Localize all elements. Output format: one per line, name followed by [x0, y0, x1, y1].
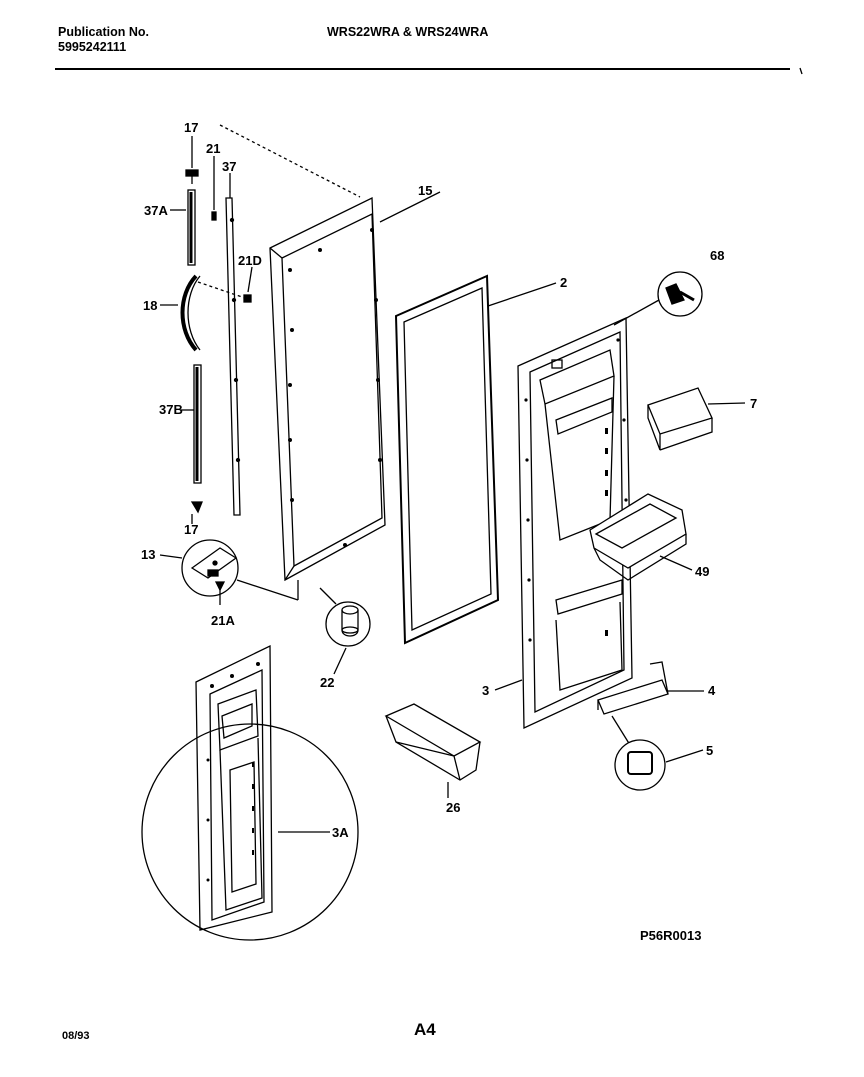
- part-22-bushing: [319, 587, 371, 647]
- part-18-handle: [180, 274, 201, 352]
- part-21D-screw: [197, 281, 252, 303]
- publication-label: Publication No.: [58, 25, 149, 39]
- leader-3: [494, 679, 523, 691]
- leader-5: [665, 749, 704, 763]
- leader-68-line: [613, 299, 660, 326]
- part-13-hinge: [181, 539, 299, 601]
- callout-3: 3: [482, 683, 490, 698]
- part-4-tray: [597, 661, 669, 715]
- margin-mark: [799, 67, 803, 75]
- leader-7: [707, 402, 746, 405]
- callout-21D: 21D: [238, 253, 262, 268]
- page-number: A4: [414, 1020, 436, 1039]
- callout-21: 21: [206, 141, 221, 156]
- callout-21A: 21A: [211, 613, 235, 628]
- part-37B-trim: [193, 364, 202, 484]
- callout-37B: 37B: [159, 402, 183, 417]
- part-21A-screw: [214, 581, 226, 592]
- part-17-screw-bottom: [190, 501, 203, 514]
- leader-5-line: [611, 715, 631, 746]
- callout-68: 68: [710, 248, 725, 263]
- header-rule: [55, 68, 790, 70]
- callout-49: 49: [695, 564, 710, 579]
- part-3-door-liner: [517, 317, 633, 730]
- part-37-bar: [225, 197, 241, 516]
- part-15-door-frame: [269, 196, 386, 582]
- part-2-gasket: [394, 274, 500, 645]
- diagram-code: P56R0013: [640, 928, 702, 943]
- callout-3A: 3A: [332, 825, 349, 840]
- guide-line-top: [219, 124, 361, 198]
- publication-number: 5995242111: [58, 40, 127, 54]
- leader-13: [159, 554, 183, 559]
- leader-2: [487, 282, 557, 307]
- callout-37A: 37A: [144, 203, 168, 218]
- callout-7: 7: [750, 396, 758, 411]
- leader-22: [333, 647, 347, 675]
- part-37A-trim: [187, 189, 196, 266]
- callout-18: 18: [143, 298, 158, 313]
- callout-4: 4: [708, 683, 716, 698]
- leader-49: [659, 555, 693, 571]
- model-numbers: WRS22WRA & WRS24WRA: [327, 25, 489, 39]
- callout-17-top: 17: [184, 120, 199, 135]
- leader-15: [379, 191, 441, 223]
- callout-26: 26: [446, 800, 461, 815]
- part-21-pin: [211, 211, 217, 221]
- part-3A-detail: [141, 644, 359, 941]
- callout-13: 13: [141, 547, 156, 562]
- leader-21D: [247, 266, 253, 293]
- callout-2: 2: [560, 275, 568, 290]
- part-49-shelf: [589, 493, 687, 581]
- callout-22: 22: [320, 675, 335, 690]
- callout-37: 37: [222, 159, 237, 174]
- callout-17-bottom: 17: [184, 522, 199, 537]
- callout-5: 5: [706, 743, 714, 758]
- part-5-clip: [614, 739, 666, 791]
- footer-date: 08/93: [62, 1030, 90, 1042]
- part-26-bin: [384, 703, 482, 781]
- part-7-cover: [647, 387, 713, 451]
- part-17-screw-top: [185, 169, 199, 184]
- part-68-screw: [657, 271, 703, 317]
- callout-15: 15: [418, 183, 433, 198]
